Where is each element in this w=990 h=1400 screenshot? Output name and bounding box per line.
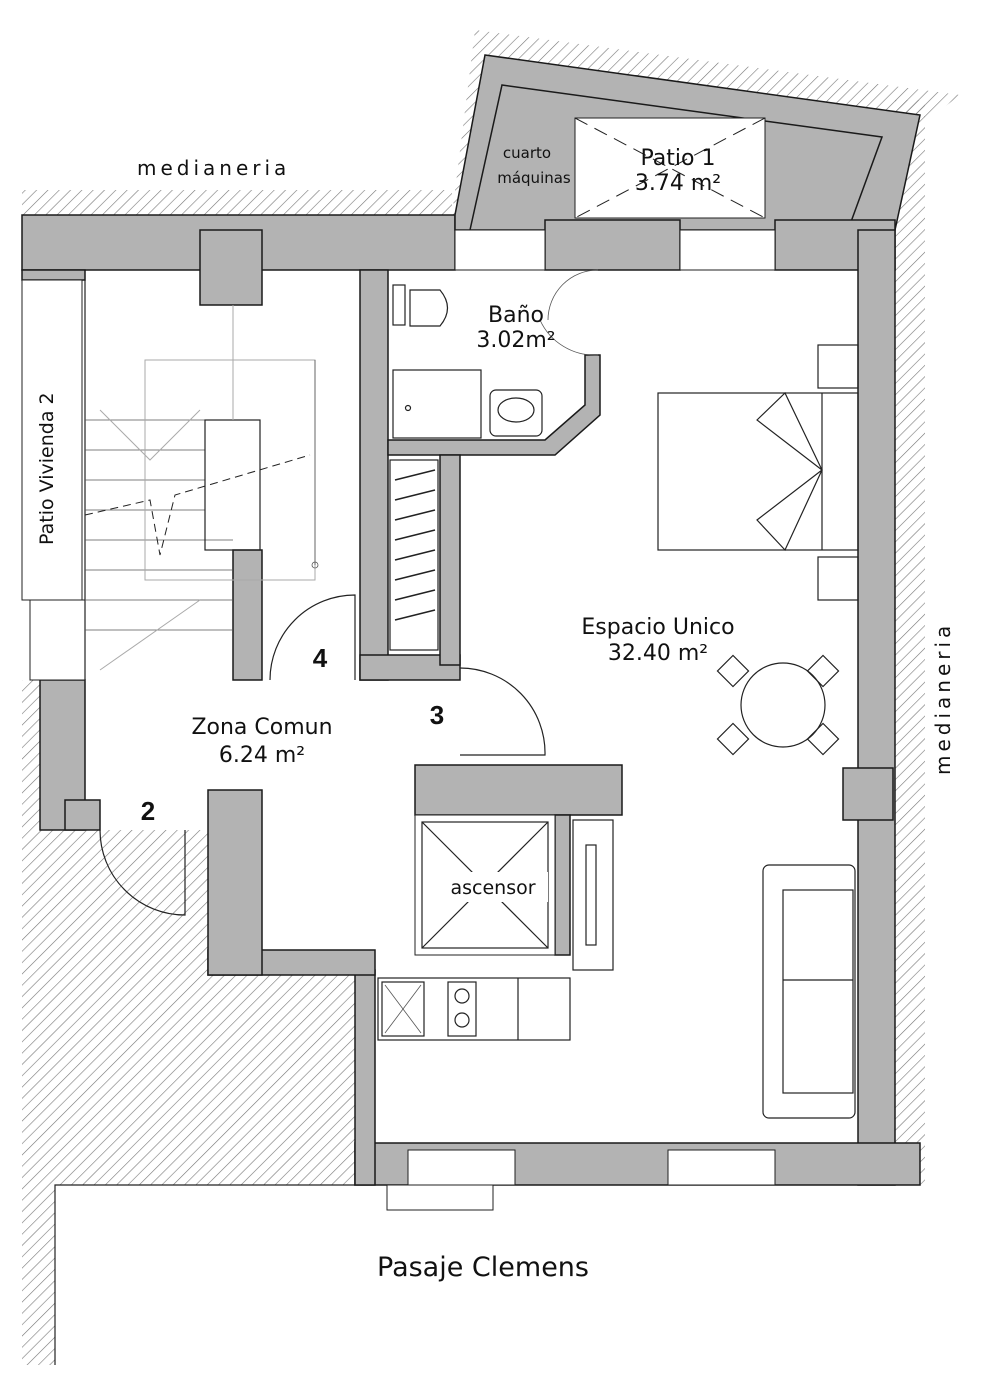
furniture <box>377 344 859 1119</box>
walls <box>21 54 921 1211</box>
door-number-3: 3 <box>430 700 444 730</box>
cuarto-label-1: cuarto <box>503 144 551 162</box>
zona-name: Zona Comun <box>191 715 332 740</box>
staircase <box>21 279 319 681</box>
doors <box>99 269 599 916</box>
zona-area: 6.24 m² <box>219 743 305 768</box>
neighbor-label-top: medianeria <box>137 156 290 180</box>
door-number-4: 4 <box>313 643 328 673</box>
cuarto-label-2: máquinas <box>497 169 571 187</box>
espacio-area: 32.40 m² <box>608 641 708 666</box>
patio1-name: Patio 1 <box>641 146 716 171</box>
door-number-2: 2 <box>141 796 155 826</box>
street-label: Pasaje Clemens <box>377 1252 589 1283</box>
patio-vivienda-label: Patio Vivienda 2 <box>36 392 58 545</box>
neighbor-label-right: medianeria <box>931 622 955 775</box>
espacio-name: Espacio Unico <box>581 615 734 640</box>
patio1-area: 3.74 m² <box>635 171 721 196</box>
hatched-boundary <box>22 30 960 1365</box>
ascensor-label: ascensor <box>450 877 535 899</box>
bano-name: Baño <box>488 303 544 328</box>
void-markers <box>421 117 766 949</box>
bano-area: 3.02m² <box>476 328 555 353</box>
bathroom-fixtures <box>389 284 543 651</box>
